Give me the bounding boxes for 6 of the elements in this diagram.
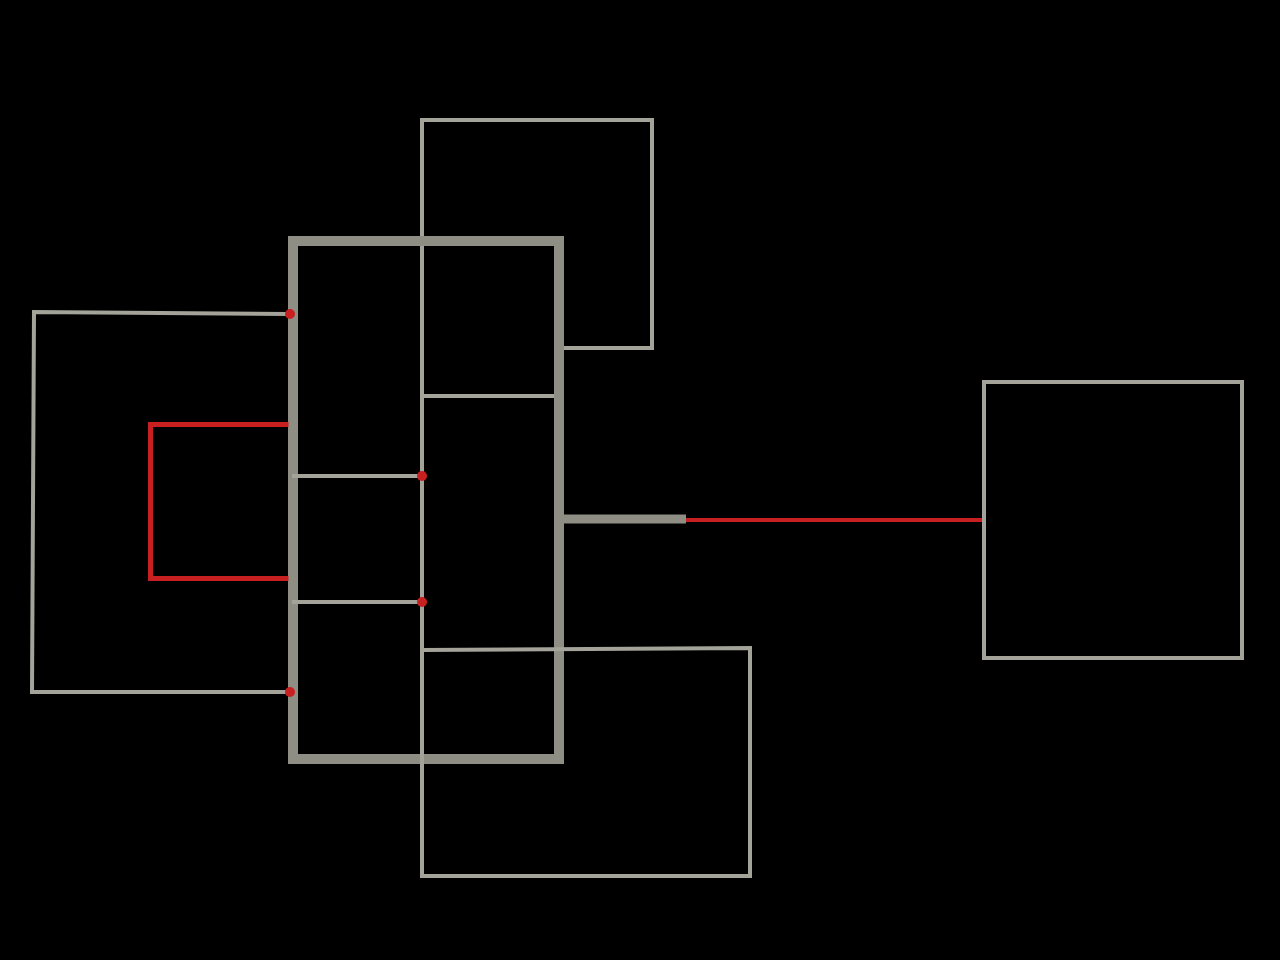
outline-box — [420, 646, 752, 878]
thick-frame — [287, 235, 563, 763]
inner-outline-box — [147, 421, 291, 581]
open-outline-box — [30, 310, 290, 694]
outline-box — [420, 118, 654, 398]
outline-box — [982, 380, 1244, 660]
